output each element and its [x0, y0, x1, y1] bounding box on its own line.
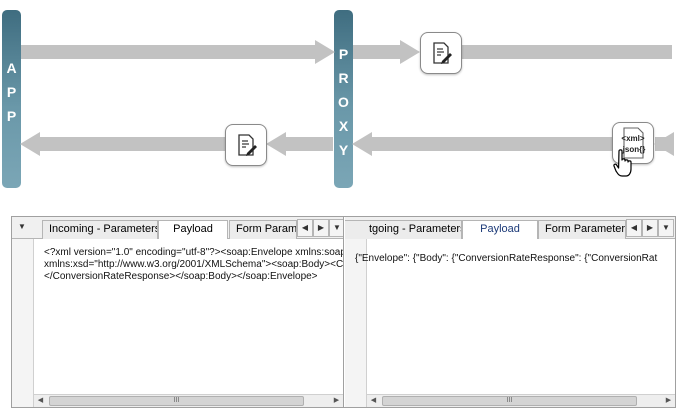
tab-scroll-left-button[interactable]: ◀: [297, 219, 313, 237]
incoming-panel: ▼ Incoming - Parameters Payload Form Par…: [12, 217, 344, 407]
scroll-right-arrow[interactable]: ▶: [333, 397, 340, 404]
scroll-left-arrow[interactable]: ◀: [370, 397, 377, 404]
incoming-payload-text: <?xml version="1.0" encoding="utf-8"?><s…: [44, 247, 343, 283]
code-line: </ConversionRateResponse></soap:Body></s…: [44, 271, 318, 282]
response-node-arrow-head: [266, 132, 286, 156]
request-arrow-head: [315, 40, 335, 64]
response-app-arrow-head: [20, 132, 40, 156]
tab-list-button[interactable]: ▼: [329, 219, 343, 237]
response-app-arrow-shaft: [39, 137, 225, 151]
tab-scroll-left-button[interactable]: ◀: [626, 219, 642, 237]
tab-list-button[interactable]: ▼: [658, 219, 674, 237]
json-label: json{}: [622, 145, 646, 154]
proxy-letter: Y: [338, 142, 349, 158]
proxy-letter: X: [338, 118, 349, 134]
code-line: xmlns:xsd="http://www.w3.org/2001/XMLSch…: [44, 259, 343, 270]
tab-scroll-right-button[interactable]: ▶: [642, 219, 658, 237]
tab-outgoing-payload[interactable]: Payload: [462, 220, 538, 240]
app-pillar: A P P: [2, 10, 21, 188]
scroll-right-arrow[interactable]: ▶: [665, 397, 672, 404]
response-proxy-arrow-head: [352, 132, 372, 156]
proxy-letter: P: [338, 46, 349, 62]
outbound-arrow-head: [400, 40, 420, 64]
hand-pointer-icon: [613, 149, 632, 177]
outbound-arrow-shaft: [353, 45, 401, 59]
response-proxy-arrow-shaft: [371, 137, 612, 151]
proxy-pillar: P R O X Y: [334, 10, 353, 188]
tab-incoming-form-parameters[interactable]: Form Parame: [229, 220, 297, 239]
editor-gutter: [345, 239, 367, 407]
proxy-letter: R: [338, 70, 349, 86]
incoming-tabbar: ▼ Incoming - Parameters Payload Form Par…: [12, 217, 343, 240]
tab-incoming-payload[interactable]: Payload: [158, 220, 228, 240]
request-arrow-shaft: [21, 45, 316, 59]
xml-json-convert-icon: <xml> json{}: [621, 127, 646, 159]
response-node-arrow-shaft: [285, 137, 333, 151]
code-line: {"Envelope": {"Body": {"ConversionRateRe…: [355, 253, 658, 264]
xml-label: <xml>: [621, 134, 644, 143]
app-letter: P: [6, 84, 17, 100]
message-flow-diagram: A P P P R O X Y: [0, 0, 686, 205]
tab-incoming-parameters[interactable]: Incoming - Parameters: [42, 220, 158, 239]
horizontal-scrollbar[interactable]: ◀ III ▶: [34, 394, 343, 407]
app-letter: A: [6, 60, 17, 76]
request-policy-node[interactable]: [420, 32, 462, 74]
tab-outgoing-form-parameters[interactable]: Form Parameters: [538, 220, 626, 239]
editor-gutter: [12, 239, 34, 407]
payload-panels: ▼ Incoming - Parameters Payload Form Par…: [11, 216, 676, 408]
tab-outgoing-parameters[interactable]: tgoing - Parameters: [345, 220, 462, 239]
scroll-left-arrow[interactable]: ◀: [37, 397, 44, 404]
horizontal-scrollbar[interactable]: ◀ III ▶: [367, 394, 675, 407]
scroll-thumb[interactable]: III: [382, 396, 637, 406]
proxy-letter: O: [338, 94, 349, 110]
edit-document-icon: [238, 134, 257, 156]
outgoing-tabbar: tgoing - Parameters Payload Form Paramet…: [345, 217, 675, 240]
code-line: <?xml version="1.0" encoding="utf-8"?><s…: [44, 247, 343, 258]
panel-menu-button[interactable]: ▼: [18, 222, 26, 231]
outgoing-panel: tgoing - Parameters Payload Form Paramet…: [345, 217, 675, 407]
incoming-payload-view[interactable]: <?xml version="1.0" encoding="utf-8"?><s…: [12, 239, 343, 407]
tab-scroll-right-button[interactable]: ▶: [313, 219, 329, 237]
response-inbound-arrow-shaft-right: [655, 137, 670, 151]
app-letter: P: [6, 108, 17, 124]
outgoing-payload-view[interactable]: {"Envelope": {"Body": {"ConversionRateRe…: [345, 239, 675, 407]
edit-document-icon: [433, 42, 452, 64]
response-policy-node[interactable]: [225, 124, 267, 166]
outgoing-payload-text: {"Envelope": {"Body": {"ConversionRateRe…: [355, 253, 675, 265]
outbound-arrow-tail: [462, 45, 672, 59]
scroll-thumb[interactable]: III: [49, 396, 304, 406]
